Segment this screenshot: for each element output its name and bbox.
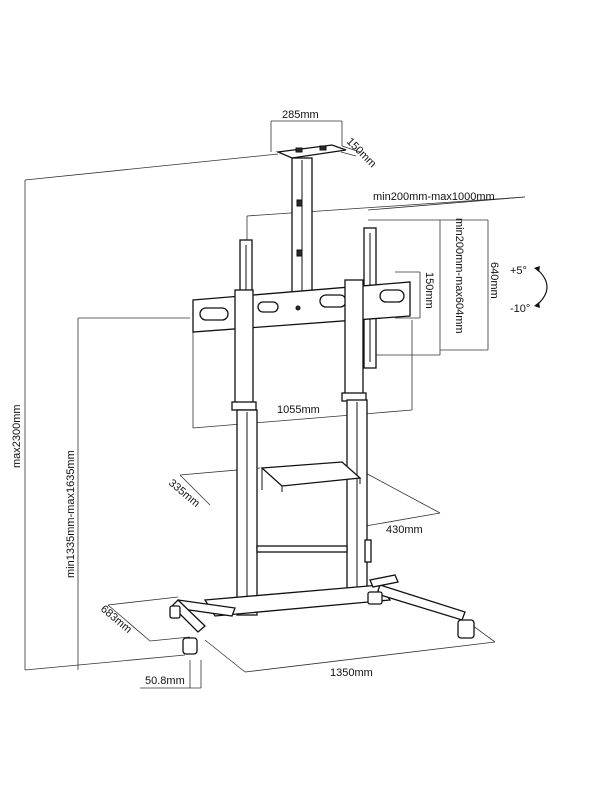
- label-vesa-height-range: min200mm-max604mm: [453, 218, 465, 334]
- label-bracket-height: 150mm: [423, 272, 435, 309]
- label-base-width: 1350mm: [330, 667, 373, 679]
- tilt-arrow-head-up-icon: [534, 266, 540, 272]
- tilt-arrow-icon: [537, 269, 548, 305]
- tv-stand-drawing: [169, 144, 475, 655]
- label-shelf-width: 430mm: [386, 524, 423, 536]
- label-tilt-down: -10°: [510, 303, 530, 315]
- label-shelf-depth: 335mm: [166, 477, 202, 510]
- label-total-height: max2300mm: [11, 404, 23, 468]
- tilt-arrow-head-down-icon: [534, 302, 540, 308]
- label-vesa-width-range: min200mm-max1000mm: [373, 191, 495, 203]
- label-mount-height-range: min1335mm-max1635mm: [65, 450, 77, 578]
- label-top-depth: 150mm: [344, 136, 378, 170]
- label-tube-diameter: 50.8mm: [145, 675, 185, 687]
- label-bracket-width: 1055mm: [277, 404, 320, 416]
- label-bracket-travel: 640mm: [488, 262, 500, 299]
- label-tilt-up: +5°: [510, 265, 527, 277]
- label-base-depth: 683mm: [98, 603, 134, 636]
- label-top-width: 285mm: [282, 109, 319, 121]
